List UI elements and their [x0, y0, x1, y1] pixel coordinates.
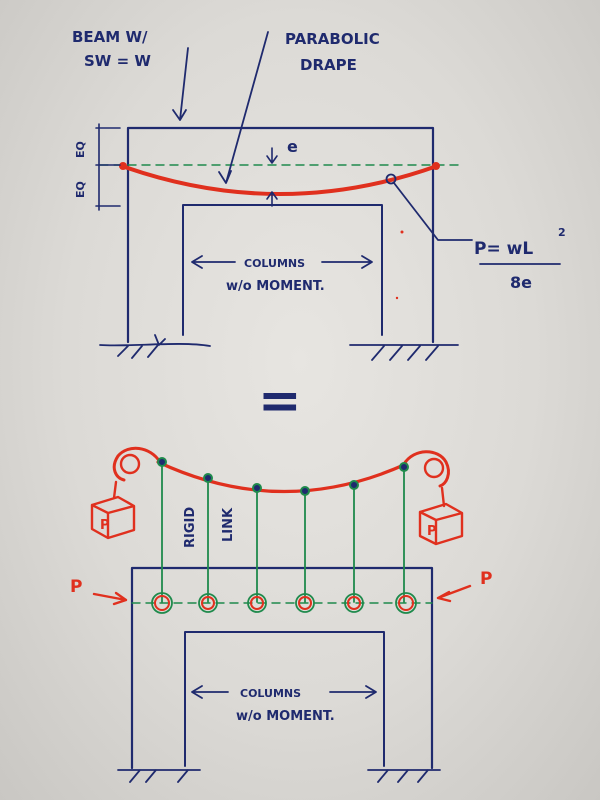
ground-hatch-bottom-right	[367, 769, 441, 783]
weight-box-left	[90, 480, 136, 540]
bottom-frame-inner	[184, 631, 385, 767]
ground-hatch-left	[99, 334, 211, 359]
columns-label-bottom-line-2: w/o MOMENT.	[236, 709, 335, 724]
load-label-left: P	[70, 577, 82, 597]
rigid-link-label-line-1: RIGID	[183, 507, 198, 548]
force-formula-numerator: P= wL	[474, 239, 533, 259]
columns-label-top-line-1: COLUMNS	[244, 257, 305, 270]
columns-arrow-left-bottom	[191, 685, 229, 699]
top-frame-diagram	[95, 31, 561, 361]
tendon-hook-right	[402, 450, 450, 488]
tendon-anchor-right-top	[432, 162, 440, 170]
red-speck	[400, 230, 404, 234]
rigid-link-label-line-2: LINK	[221, 507, 236, 542]
force-leader-line	[393, 182, 473, 241]
columns-arrow-right-top	[321, 255, 373, 269]
beam-leader-arrow	[172, 47, 189, 121]
red-speck	[395, 296, 399, 300]
columns-label-bottom-line-1: COLUMNS	[240, 687, 301, 700]
equals-sign: =	[258, 371, 302, 431]
beam-label-line-2: SW = W	[84, 52, 151, 70]
pulley-right	[423, 457, 445, 479]
force-formula-denominator: 8e	[510, 273, 532, 292]
bottom-frame-diagram	[90, 446, 472, 783]
columns-label-top-line-2: w/o MOMENT.	[226, 279, 325, 294]
parabolic-tendon-top	[120, 164, 439, 196]
drape-label-line-2: DRAPE	[300, 56, 357, 74]
tendon-deviation-point	[385, 173, 397, 185]
weight-box-right	[418, 486, 464, 546]
load-label-right: P	[480, 569, 492, 589]
ground-hatch-bottom-left	[117, 769, 201, 783]
parabolic-tendon-bottom	[156, 460, 408, 494]
weight-label-right: P	[427, 524, 437, 539]
ground-hatch-right	[349, 344, 459, 361]
eq-label-upper: EQ	[74, 141, 87, 158]
columns-arrow-right-bottom	[329, 685, 377, 699]
eq-label-lower: EQ	[74, 181, 87, 198]
link-top-nodes	[157, 457, 409, 496]
eq-dimension	[95, 123, 121, 211]
rigid-links	[161, 461, 405, 603]
force-formula-exponent: 2	[558, 226, 566, 239]
tendon-hook-left	[112, 446, 162, 482]
pulley-left	[119, 453, 141, 475]
link-anchor-nodes	[151, 592, 417, 614]
eccentricity-label: e	[287, 137, 298, 156]
weight-label-left: P	[100, 518, 110, 533]
drape-leader-arrow	[218, 31, 269, 184]
top-frame-inner	[182, 204, 383, 336]
columns-arrow-left-top	[191, 255, 236, 269]
load-arrow-right	[436, 584, 472, 603]
top-frame-outer	[126, 126, 435, 344]
bottom-frame-outer	[130, 566, 434, 770]
tendon-anchor-left-top	[119, 162, 127, 170]
beam-label-line-1: BEAM W/	[72, 28, 148, 46]
drape-label-line-1: PARABOLIC	[285, 30, 380, 48]
load-arrow-left	[92, 591, 128, 606]
eccentricity-arrows	[266, 147, 278, 207]
